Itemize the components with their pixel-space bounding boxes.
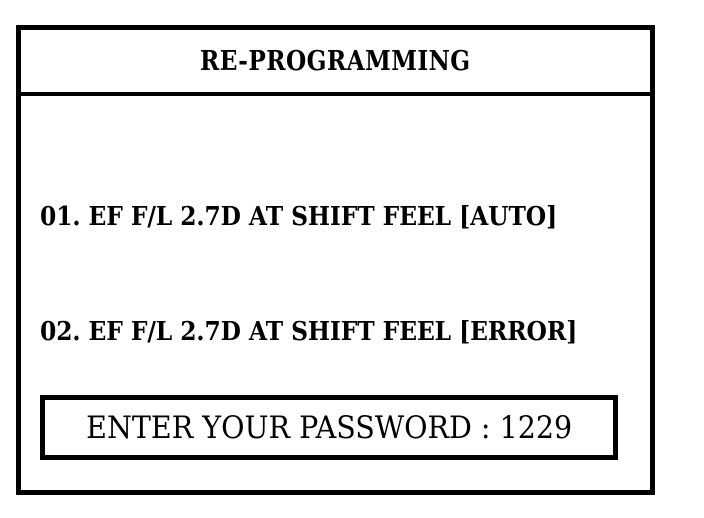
list-item-label: 02. EF F/L 2.7D AT SHIFT FEEL [ERROR] [40,317,578,347]
dialog-title-bar: RE-PROGRAMMING [21,30,650,96]
list-item-option-02[interactable]: 02. EF F/L 2.7D AT SHIFT FEEL [ERROR] [40,315,631,349]
list-item-label: 01. EF F/L 2.7D AT SHIFT FEEL [AUTO] [40,202,558,232]
list-item-option-01[interactable]: 01. EF F/L 2.7D AT SHIFT FEEL [AUTO] [40,200,631,234]
password-input[interactable]: ENTER YOUR PASSWORD : 1229 [40,395,618,460]
dialog-body: 01. EF F/L 2.7D AT SHIFT FEEL [AUTO] 02.… [21,96,650,490]
page-title: RE-PROGRAMMING [200,45,471,77]
reprogramming-dialog: RE-PROGRAMMING 01. EF F/L 2.7D AT SHIFT … [16,25,655,495]
password-input-label: ENTER YOUR PASSWORD : 1229 [85,409,573,446]
